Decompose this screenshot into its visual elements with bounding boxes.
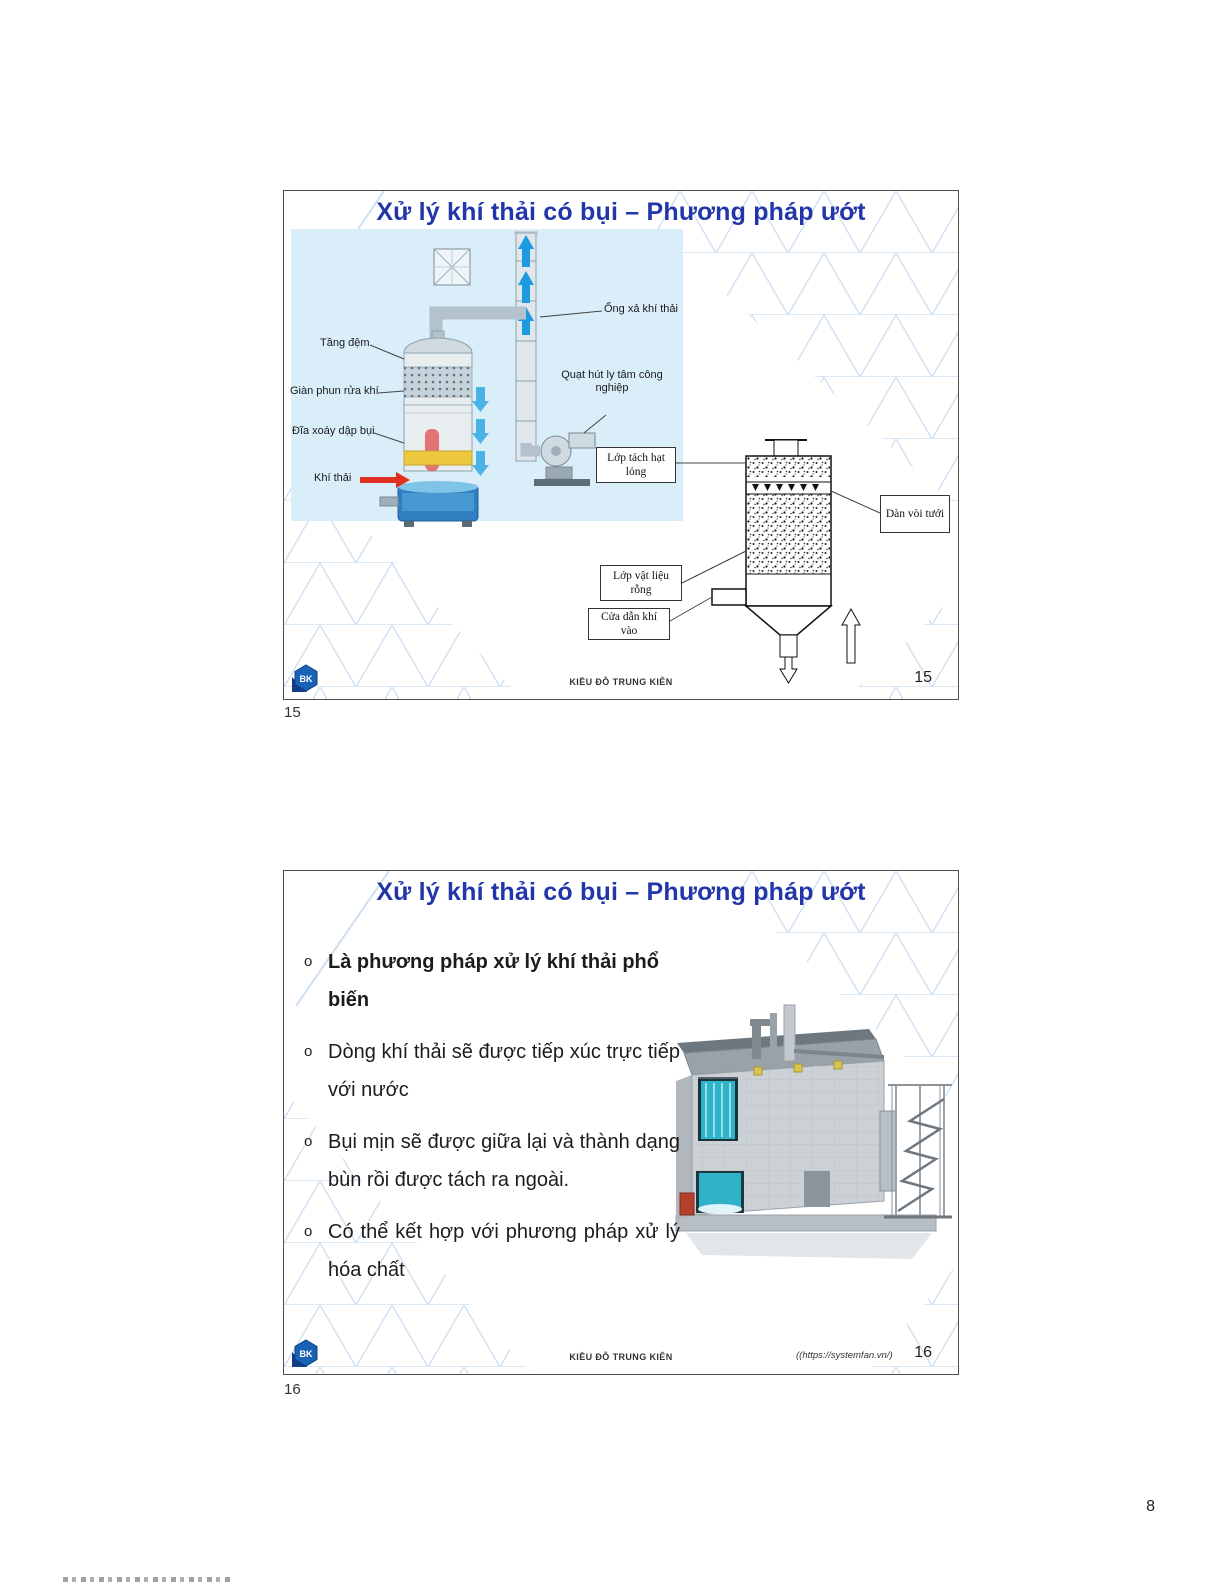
bk-university-logo: BK <box>292 664 318 692</box>
label-dan-voi-tuoi: Dàn vòi tưới <box>880 495 950 533</box>
list-item: o Bụi mịn sẽ được giữa lại và thành dạng… <box>300 1123 680 1199</box>
bullet-marker: o <box>304 953 313 970</box>
label-ong-xa-khi-thai: Ống xả khí thải <box>604 303 678 315</box>
slide-15: Xử lý khí thải có bụi – Phương pháp ướt <box>283 190 959 700</box>
label-cua-dan-khi-vao: Cửa dẫn khí vào <box>588 608 670 640</box>
slide-number: 15 <box>914 669 932 686</box>
list-item: o Là phương pháp xử lý khí thải phổ biến <box>300 943 680 1019</box>
bullet-text: Là phương pháp xử lý khí thải phổ biến <box>328 951 659 1011</box>
bullet-marker: o <box>304 1133 313 1150</box>
bk-university-logo: BK <box>292 1339 318 1367</box>
scrubber-building-illustration <box>675 1004 952 1259</box>
footer-author: KIỀU ĐỖ TRUNG KIÊN <box>569 1352 673 1362</box>
footer-source-url: ((https://systemfan.vn/) <box>796 1350 893 1361</box>
label-gian-phun-rua-khi: Giàn phun rửa khí <box>290 385 379 397</box>
svg-text:BK: BK <box>300 1349 313 1359</box>
bullet-marker: o <box>304 1043 313 1060</box>
slide-title: Xử lý khí thải có bụi – Phương pháp ướt <box>376 878 866 906</box>
bullet-marker: o <box>304 1223 313 1240</box>
slide-16: Xử lý khí thải có bụi – Phương pháp ướt … <box>283 870 959 1375</box>
cropped-footnote-text <box>63 1577 231 1582</box>
label-lop-tach-hat-long: Lớp tách hạt lỏng <box>596 447 676 483</box>
scrubber-diagram <box>291 229 881 684</box>
label-dia-xoay-dap-bui: Đĩa xoáy dập bụi <box>292 425 375 437</box>
triangle-mesh-decoration <box>284 871 958 1374</box>
slide-15-outside-number: 15 <box>284 704 301 721</box>
list-item: o Có thể kết hợp với phương pháp xử lý h… <box>300 1213 680 1289</box>
slide-title: Xử lý khí thải có bụi – Phương pháp ướt <box>376 198 866 226</box>
slide-16-outside-number: 16 <box>284 1381 301 1398</box>
bullet-text: Có thể kết hợp với phương pháp xử lý hóa… <box>328 1221 680 1281</box>
label-quat-hut: Quạt hút ly tâm công nghiệp <box>561 369 663 395</box>
bullet-list: o Là phương pháp xử lý khí thải phổ biến… <box>300 943 680 1303</box>
label-lop-vat-lieu-rong: Lớp vật liệu rỗng <box>600 565 682 601</box>
bullet-text: Dòng khí thải sẽ được tiếp xúc trực tiếp… <box>328 1041 680 1101</box>
bullet-text: Bụi mịn sẽ được giữa lại và thành dạng b… <box>328 1131 680 1191</box>
list-item: o Dòng khí thải sẽ được tiếp xúc trực ti… <box>300 1033 680 1109</box>
label-khi-thai: Khí thải <box>314 472 352 484</box>
page-number: 8 <box>1146 1498 1155 1515</box>
slide-number: 16 <box>914 1344 932 1361</box>
footer-author: KIỀU ĐỖ TRUNG KIÊN <box>569 677 673 687</box>
label-tang-dem: Tầng đệm <box>320 337 370 349</box>
svg-text:BK: BK <box>300 674 313 684</box>
